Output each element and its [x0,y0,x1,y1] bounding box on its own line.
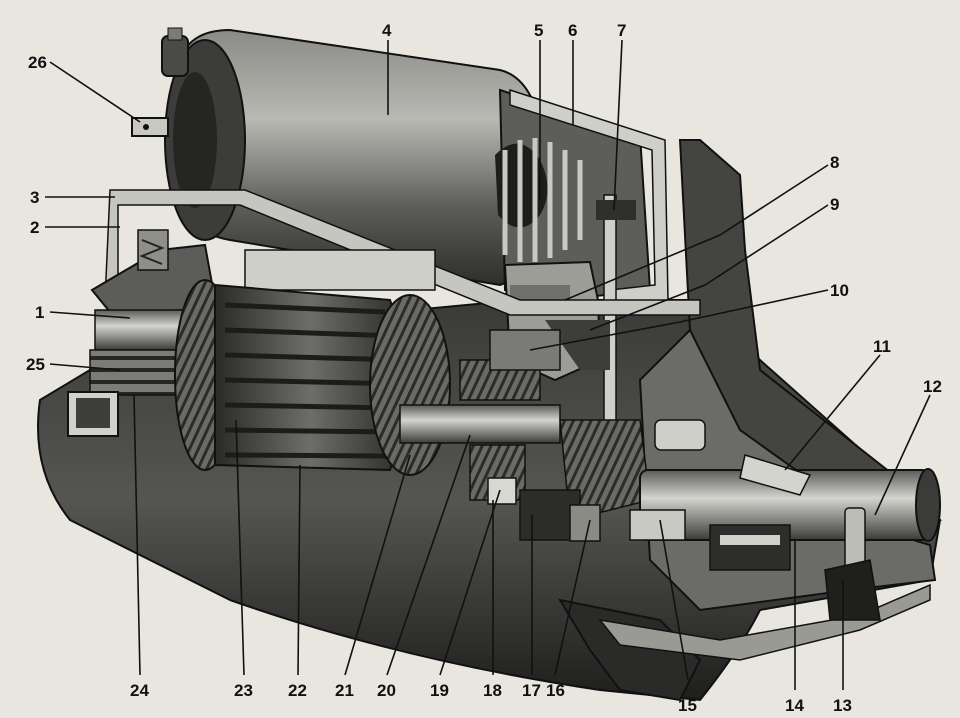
label-24: 24 [130,681,149,700]
label-3: 3 [30,188,39,207]
label-13: 13 [833,696,852,715]
label-11: 11 [873,337,891,356]
label-7: 7 [617,21,626,40]
leader-lines [45,39,931,690]
starter-artwork [37,27,942,702]
label-5: 5 [534,21,543,40]
label-19: 19 [430,681,449,700]
label-26: 26 [28,53,47,72]
label-10: 10 [830,281,849,300]
label-6: 6 [568,21,577,40]
watermark: ИДТрф [72,497,106,509]
label-21: 21 [335,681,354,700]
label-8: 8 [830,153,839,172]
label-23: 23 [234,681,253,700]
callout-labels: 26 4 5 6 7 8 9 10 3 2 1 25 11 12 24 23 2… [26,21,942,715]
label-16: 16 [546,681,565,700]
label-4: 4 [382,21,392,40]
label-20: 20 [377,681,396,700]
label-15: 15 [678,696,697,715]
label-9: 9 [830,195,839,214]
label-17: 17 [522,681,541,700]
plunger-spring [495,138,583,262]
label-14: 14 [785,696,804,715]
label-1: 1 [35,303,44,322]
label-25: 25 [26,355,45,374]
label-12: 12 [923,377,942,396]
label-22: 22 [288,681,307,700]
label-2: 2 [30,218,39,237]
label-18: 18 [483,681,502,700]
